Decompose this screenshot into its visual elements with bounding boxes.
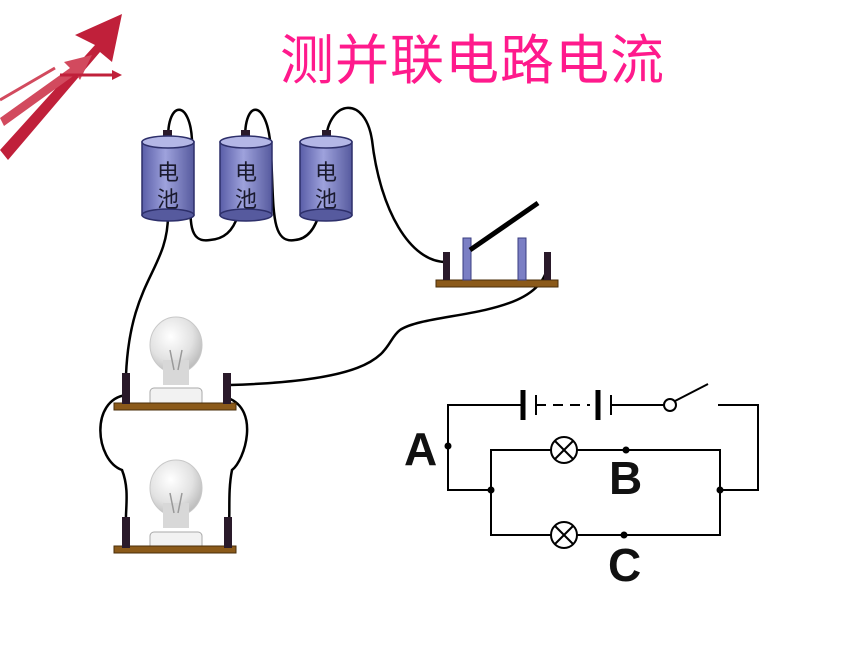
lamp-symbol-icon	[550, 521, 578, 549]
junction-dot-c	[620, 531, 628, 539]
battery-label-bottom: 池	[235, 188, 257, 213]
bulb-1	[113, 316, 237, 411]
battery-1: 电 池	[141, 130, 195, 222]
page-title: 测并联电路电流	[280, 29, 665, 92]
schematic-diagram: A B C	[404, 383, 759, 591]
junction-dot	[716, 486, 724, 494]
switch-contact-icon	[663, 398, 677, 412]
battery-label-bottom: 池	[315, 188, 337, 213]
bulb-2	[113, 459, 237, 554]
battery-2: 电 池	[219, 130, 273, 222]
point-label-c: C	[608, 539, 641, 591]
knife-switch	[435, 200, 559, 288]
battery-label-bottom: 池	[157, 188, 179, 213]
point-label-b: B	[609, 452, 642, 504]
battery-label-top: 电	[157, 161, 179, 186]
junction-dot-b	[622, 446, 630, 454]
battery-label-top: 电	[315, 161, 337, 186]
battery-label-top: 电	[235, 161, 257, 186]
battery-3: 电 池	[299, 130, 353, 222]
junction-dot	[487, 486, 495, 494]
point-label-a: A	[404, 423, 437, 475]
logo-arrows-icon	[0, 14, 122, 160]
junction-dot-a	[444, 442, 452, 450]
lamp-symbol-icon	[550, 436, 578, 464]
